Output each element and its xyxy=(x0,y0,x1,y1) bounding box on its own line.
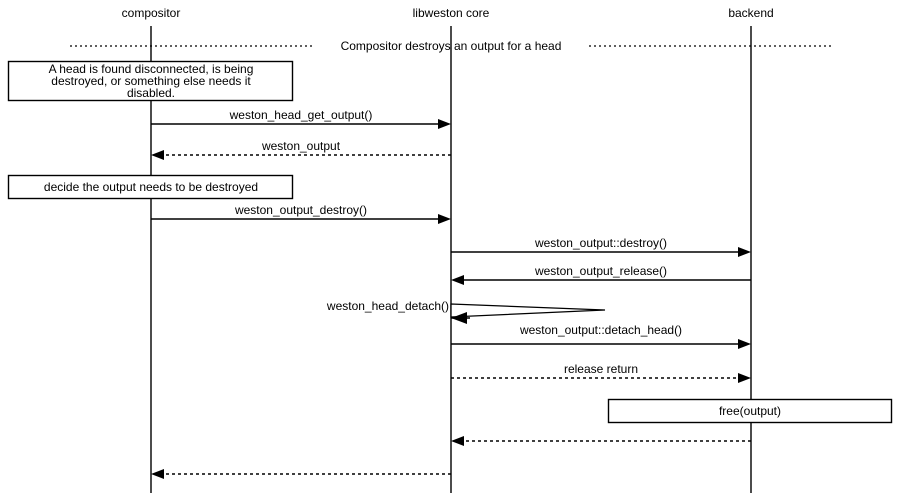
note-free-output-line-1: free(output) xyxy=(719,404,781,418)
note-head-disconnected-box xyxy=(7,60,294,102)
message-arrowhead-core-return xyxy=(151,469,164,479)
message-label-release-return: release return xyxy=(564,362,638,376)
lifeline-label-backend: backend xyxy=(728,6,773,20)
message-label-weston-output-destroy: weston_output_destroy() xyxy=(234,203,367,217)
note-head-disconnected-line-1: A head is found disconnected, is being xyxy=(49,62,254,76)
message-arrowhead-weston-output-destroy xyxy=(438,214,451,224)
note-decide-destroy-box xyxy=(7,174,294,200)
message-arrowhead-backend-return xyxy=(451,436,464,446)
message-label-weston-output-detach-head: weston_output::detach_head() xyxy=(519,323,682,337)
lifeline-label-libweston-core: libweston core xyxy=(413,6,490,20)
message-label-weston-head-get-output: weston_head_get_output() xyxy=(229,108,373,122)
message-arrowhead-weston-head-get-output xyxy=(438,119,451,129)
message-label-weston-output: weston_output xyxy=(261,139,341,153)
message-arrowhead-weston-output-destroy-op xyxy=(738,247,751,257)
note-free-output-box xyxy=(607,398,893,424)
lifeline-label-compositor: compositor xyxy=(122,6,181,20)
message-arrowhead-weston-output-detach-head xyxy=(738,339,751,349)
message-arrowhead-weston-output-release xyxy=(451,275,464,285)
note-head-disconnected-line-2: destroyed, or something else needs it xyxy=(51,74,251,88)
message-arrowhead-release-return xyxy=(738,373,751,383)
note-decide-destroy-line-1: decide the output needs to be destroyed xyxy=(44,180,258,194)
message-selfcall-wedge-weston-head-detach xyxy=(450,303,606,318)
note-head-disconnected-line-3: disabled. xyxy=(127,86,175,100)
separator-label: Compositor destroys an output for a head xyxy=(341,39,562,53)
message-label-weston-output-release: weston_output_release() xyxy=(534,264,667,278)
message-label-weston-output-destroy-op: weston_output::destroy() xyxy=(534,236,667,250)
message-label-weston-head-detach: weston_head_detach() xyxy=(326,299,449,313)
message-arrowhead-weston-output xyxy=(151,150,164,160)
